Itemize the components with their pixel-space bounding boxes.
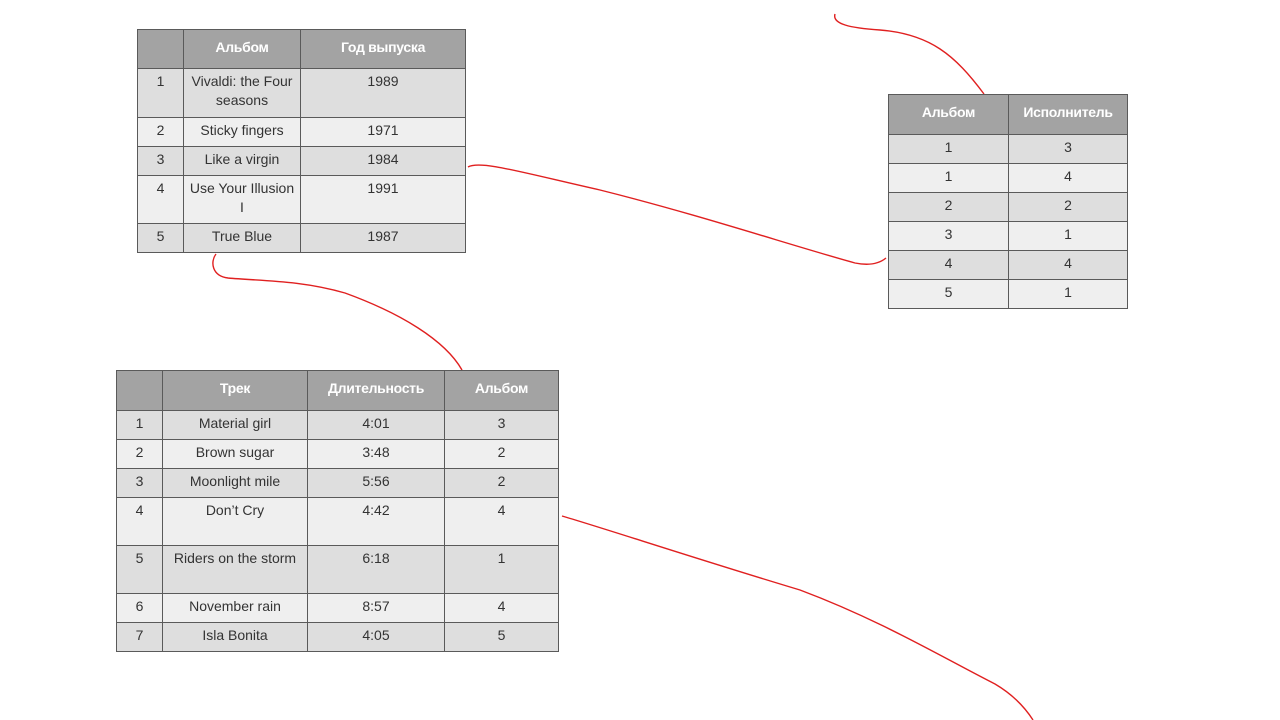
cell-duration: 8:57: [307, 593, 445, 623]
cell-album-id: 4: [444, 593, 559, 623]
cell-track-title: Isla Bonita: [162, 622, 308, 652]
table-row: 5 Riders on the storm 6:18 1: [116, 545, 559, 594]
cell-artist-id: 1: [1008, 279, 1128, 309]
cell-album-id: 1: [888, 163, 1009, 193]
cell-year: 1984: [300, 146, 466, 176]
cell-duration: 4:05: [307, 622, 445, 652]
connector-top-right-to-album-artist: [834, 13, 985, 95]
cell-track-title: Don’t Cry: [162, 497, 308, 546]
cell-artist-id: 2: [1008, 192, 1128, 222]
cell-id: 4: [137, 175, 184, 224]
cell-year: 1989: [300, 68, 466, 118]
cell-id: 4: [116, 497, 163, 546]
cell-duration: 5:56: [307, 468, 445, 498]
table-row: 2 2: [888, 192, 1128, 222]
connector-tracks-outgoing: [561, 515, 1034, 720]
album-artist-table: Альбом Исполнитель 1 3 1 4 2 2 3 1 4 4 5…: [888, 94, 1128, 309]
albums-table: Альбом Год выпуска 1 Vivaldi: the Four s…: [137, 29, 466, 253]
cell-artist-id: 4: [1008, 250, 1128, 280]
cell-id: 5: [116, 545, 163, 594]
cell-year: 1991: [300, 175, 466, 224]
cell-id: 5: [137, 223, 184, 253]
table-row: 5 True Blue 1987: [137, 223, 466, 253]
cell-track-title: Brown sugar: [162, 439, 308, 469]
cell-artist-id: 3: [1008, 134, 1128, 164]
cell-id: 6: [116, 593, 163, 623]
connector-albums-to-album-artist: [467, 164, 887, 265]
cell-album-id: 3: [444, 410, 559, 440]
cell-year: 1987: [300, 223, 466, 253]
cell-album-id: 5: [444, 622, 559, 652]
table-row: 1 3: [888, 134, 1128, 164]
cell-album-id: 5: [888, 279, 1009, 309]
cell-album-title: Like a virgin: [183, 146, 301, 176]
cell-year: 1971: [300, 117, 466, 147]
cell-id: 7: [116, 622, 163, 652]
table-row: 1 4: [888, 163, 1128, 193]
tracks-table: Трек Длительность Альбом 1 Material girl…: [116, 370, 559, 652]
cell-album-title: Use Your Illusion I: [183, 175, 301, 224]
header-cell-duration: Длительность: [307, 370, 445, 411]
table-row: 4 4: [888, 250, 1128, 280]
cell-duration: 4:01: [307, 410, 445, 440]
cell-artist-id: 1: [1008, 221, 1128, 251]
cell-album-id: 4: [888, 250, 1009, 280]
table-row: 1 Vivaldi: the Four seasons 1989: [137, 68, 466, 118]
table-header-row: Альбом Год выпуска: [137, 29, 466, 69]
cell-duration: 4:42: [307, 497, 445, 546]
table-row: 2 Brown sugar 3:48 2: [116, 439, 559, 469]
table-row: 2 Sticky fingers 1971: [137, 117, 466, 147]
cell-album-id: 4: [444, 497, 559, 546]
connector-albums-to-tracks: [212, 253, 463, 371]
cell-album-id: 1: [888, 134, 1009, 164]
cell-album-title: True Blue: [183, 223, 301, 253]
cell-duration: 3:48: [307, 439, 445, 469]
cell-track-title: Material girl: [162, 410, 308, 440]
cell-album-title: Vivaldi: the Four seasons: [183, 68, 301, 118]
cell-track-title: Moonlight mile: [162, 468, 308, 498]
table-row: 5 1: [888, 279, 1128, 309]
table-header-row: Трек Длительность Альбом: [116, 370, 559, 411]
table-row: 3 Like a virgin 1984: [137, 146, 466, 176]
cell-id: 1: [116, 410, 163, 440]
header-cell-id: [116, 370, 163, 411]
cell-album-id: 2: [888, 192, 1009, 222]
table-row: 1 Material girl 4:01 3: [116, 410, 559, 440]
cell-album-id: 1: [444, 545, 559, 594]
cell-duration: 6:18: [307, 545, 445, 594]
cell-id: 2: [137, 117, 184, 147]
table-row: 3 Moonlight mile 5:56 2: [116, 468, 559, 498]
header-cell-album: Альбом: [183, 29, 301, 69]
table-row: 4 Don’t Cry 4:42 4: [116, 497, 559, 546]
cell-id: 3: [137, 146, 184, 176]
header-cell-id: [137, 29, 184, 69]
table-row: 6 November rain 8:57 4: [116, 593, 559, 623]
cell-album-id: 2: [444, 439, 559, 469]
cell-album-title: Sticky fingers: [183, 117, 301, 147]
cell-id: 2: [116, 439, 163, 469]
cell-id: 1: [137, 68, 184, 118]
cell-album-id: 2: [444, 468, 559, 498]
cell-id: 3: [116, 468, 163, 498]
cell-track-title: Riders on the storm: [162, 545, 308, 594]
header-cell-album: Альбом: [444, 370, 559, 411]
cell-track-title: November rain: [162, 593, 308, 623]
table-header-row: Альбом Исполнитель: [888, 94, 1128, 135]
table-row: 7 Isla Bonita 4:05 5: [116, 622, 559, 652]
table-row: 3 1: [888, 221, 1128, 251]
cell-album-id: 3: [888, 221, 1009, 251]
header-cell-track: Трек: [162, 370, 308, 411]
header-cell-artist: Исполнитель: [1008, 94, 1128, 135]
table-row: 4 Use Your Illusion I 1991: [137, 175, 466, 224]
header-cell-year: Год выпуска: [300, 29, 466, 69]
cell-artist-id: 4: [1008, 163, 1128, 193]
header-cell-album: Альбом: [888, 94, 1009, 135]
